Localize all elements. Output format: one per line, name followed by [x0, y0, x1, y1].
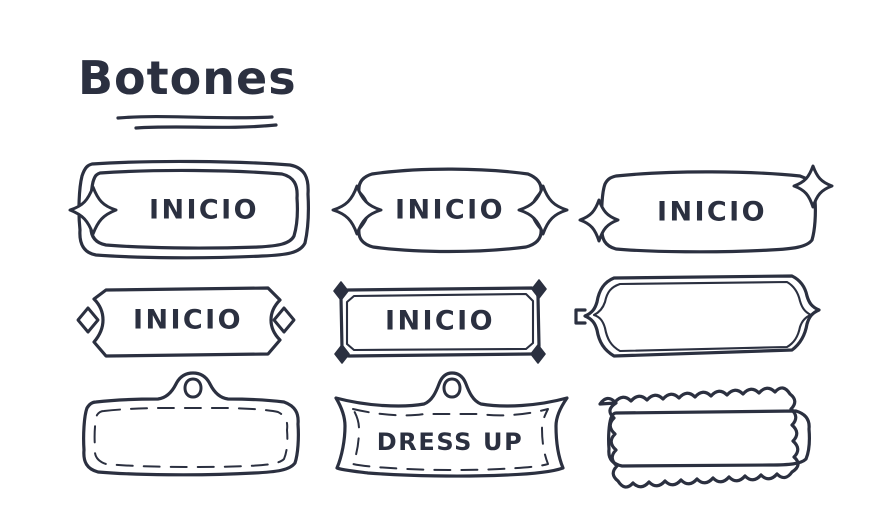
button-inicio-clipped-corners[interactable]: INICIO [62, 260, 322, 380]
button-dress-up-banner[interactable]: DRESS UP [320, 368, 580, 488]
button-inicio-corner-diamonds[interactable]: INICIO [320, 260, 580, 380]
diamond-icon-right [272, 306, 296, 334]
button-hanger-plaque-empty[interactable] [62, 368, 322, 488]
button-7-outer-border [82, 371, 300, 477]
button-1-label: INICIO [149, 195, 259, 226]
button-9-wavy-outer-border [598, 386, 800, 489]
button-5-svg: INICIO [333, 279, 547, 364]
button-4-border [92, 286, 282, 358]
button-2-label: INICIO [395, 195, 505, 226]
button-6-svg [574, 274, 821, 358]
sparkle-icon-bottom-left [578, 198, 620, 243]
button-wavy-frame-empty[interactable] [578, 368, 838, 489]
side-tab-left [574, 308, 587, 325]
button-6-outer-border [583, 274, 821, 358]
button-3-svg: INICIO [578, 164, 834, 254]
diamond-icon-bottom-left [334, 344, 350, 364]
page-title-text: Botones [78, 51, 297, 105]
title-underline-1 [116, 114, 274, 120]
hanger-ring-icon [442, 377, 462, 399]
button-inicio-double-outline[interactable]: INICIO [62, 150, 322, 270]
hanger-ring-icon [183, 377, 203, 399]
button-3-label: INICIO [657, 197, 767, 228]
button-4-svg: INICIO [76, 286, 296, 358]
button-1-svg: INICIO [68, 159, 310, 260]
star-icon-left [331, 184, 383, 236]
button-6-inner-border [592, 280, 813, 353]
page-title: Botones [76, 46, 376, 141]
diamond-icon-top-right [531, 279, 547, 299]
button-ornate-frame-empty[interactable] [574, 260, 838, 380]
button-5-inner-border [345, 292, 535, 352]
button-7-svg [82, 371, 300, 477]
button-9-inner-border [607, 409, 811, 468]
sparkle-icon-top-right [792, 164, 834, 209]
diamond-icon-bottom-right [530, 344, 546, 364]
button-inicio-diagonal-sparkles[interactable]: INICIO [578, 150, 838, 270]
title-svg: Botones [78, 51, 297, 130]
button-8-svg: DRESS UP [334, 371, 569, 478]
button-5-label: INICIO [385, 306, 495, 337]
star-icon-right [517, 184, 569, 236]
title-underline-2 [134, 123, 278, 130]
button-8-outer-border [334, 371, 569, 478]
star-icon [68, 185, 118, 236]
button-inicio-stars-both-sides[interactable]: INICIO [320, 150, 580, 270]
button-9-svg [598, 386, 811, 489]
button-grid: INICIO INICIO INICIO [0, 150, 891, 510]
button-8-inner-dashed-border [352, 408, 549, 472]
button-1-outer-border [77, 159, 310, 260]
button-4-label: INICIO [133, 305, 243, 336]
button-8-label: DRESS UP [377, 428, 524, 456]
button-2-svg: INICIO [331, 167, 569, 254]
diamond-icon-left [76, 306, 100, 334]
diamond-icon-top-left [333, 281, 349, 301]
button-7-inner-dashed-border [93, 407, 289, 469]
